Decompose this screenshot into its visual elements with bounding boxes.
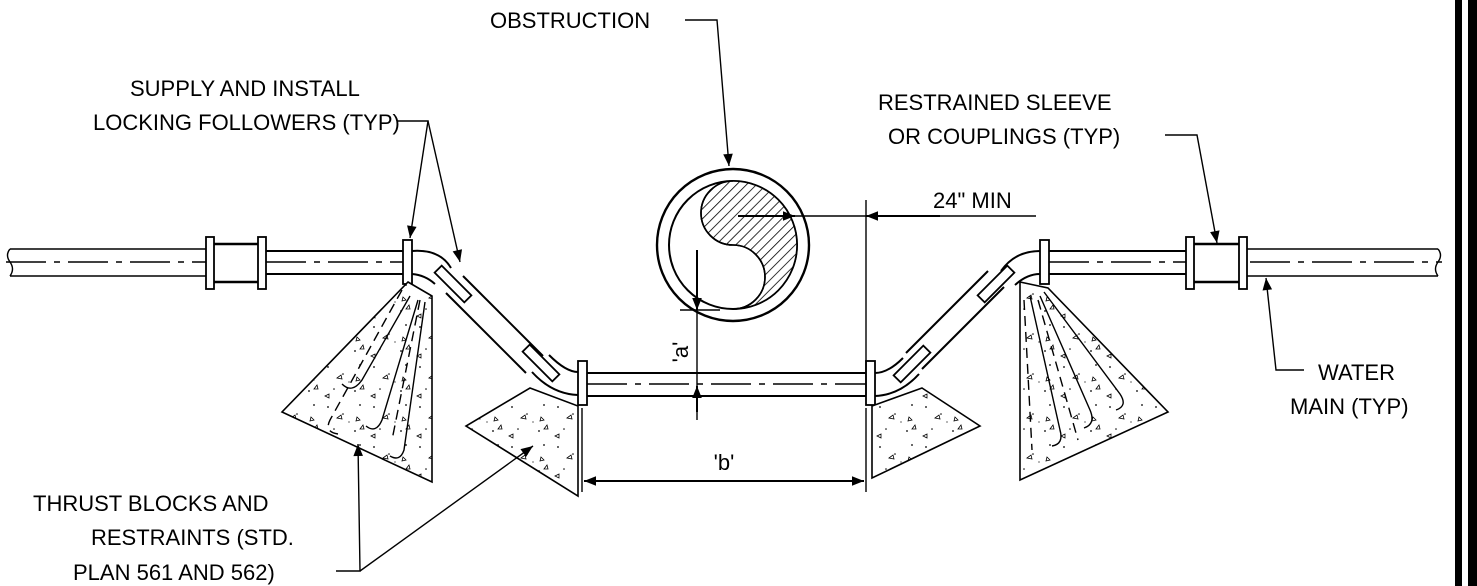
locking-followers-leader bbox=[398, 120, 463, 263]
offset-pipe-center bbox=[587, 360, 876, 406]
water-main-right bbox=[1247, 248, 1442, 277]
bend-fitting-right-lower bbox=[874, 344, 932, 397]
dimension-b-label: 'b' bbox=[714, 450, 735, 475]
sleeve-coupling-right bbox=[1185, 236, 1248, 290]
dimension-a bbox=[680, 250, 720, 420]
thrust-block-right-upper bbox=[1019, 281, 1170, 482]
obstruction-pipe-section bbox=[655, 167, 811, 323]
thrust-blocks-label-line2: RESTRAINTS (STD. bbox=[91, 525, 294, 550]
thrust-blocks-leader bbox=[336, 443, 534, 572]
dimension-a-label: 'a' bbox=[668, 342, 693, 363]
diagonal-pipe-left bbox=[445, 275, 561, 383]
dimension-24in-min bbox=[738, 200, 1036, 395]
new-pipe-right bbox=[1049, 250, 1186, 275]
thrust-block-right-lower bbox=[871, 387, 982, 480]
locking-followers-label-line2: LOCKING FOLLOWERS (TYP) bbox=[93, 110, 400, 135]
water-main-label-line2: MAIN (TYP) bbox=[1290, 394, 1409, 419]
sleeve-coupling-left bbox=[205, 236, 267, 290]
thrust-blocks-label-line1: THRUST BLOCKS AND bbox=[33, 491, 269, 516]
thrust-block-left-upper bbox=[280, 280, 433, 484]
water-main-leader bbox=[1262, 277, 1304, 371]
restrained-sleeve-leader bbox=[1165, 134, 1220, 244]
bend-fitting-left-lower bbox=[531, 354, 588, 406]
restrained-sleeve-label-line1: RESTRAINED SLEEVE bbox=[878, 90, 1112, 115]
min-clearance-label: 24" MIN bbox=[933, 188, 1012, 213]
bend-fitting-left-upper bbox=[411, 249, 473, 304]
locking-followers-label-line1: SUPPLY AND INSTALL bbox=[130, 76, 360, 101]
new-pipe-left bbox=[266, 239, 413, 285]
obstruction-leader bbox=[685, 19, 733, 167]
thrust-blocks-label-line3: PLAN 561 AND 562) bbox=[73, 560, 275, 585]
water-main-left bbox=[6, 248, 213, 277]
diagonal-pipe-right bbox=[905, 264, 1016, 370]
water-main-label-line1: WATER bbox=[1318, 360, 1395, 385]
restrained-sleeve-label-line2: OR COUPLINGS (TYP) bbox=[888, 124, 1120, 149]
obstruction-label: OBSTRUCTION bbox=[490, 8, 650, 33]
dimension-b bbox=[581, 408, 867, 492]
thrust-block-left-lower bbox=[464, 387, 579, 498]
